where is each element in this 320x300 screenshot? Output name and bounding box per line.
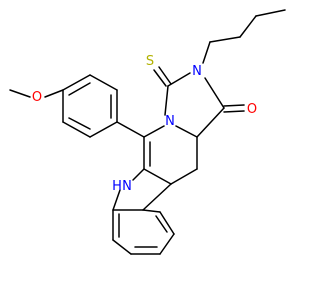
- bond: [196, 107, 225, 138]
- indole-nitrogen-label: N: [122, 179, 132, 194]
- bond: [132, 168, 145, 181]
- atom-labels: O S N N O N H: [32, 54, 257, 194]
- bond: [204, 77, 225, 109]
- bond: [143, 168, 172, 185]
- bond: [142, 183, 172, 211]
- bond: [44, 89, 64, 98]
- bond: [9, 89, 31, 98]
- bond: [239, 15, 257, 38]
- bond: [68, 82, 91, 96]
- bond: [89, 121, 118, 138]
- bond: [223, 104, 245, 107]
- nitrogen-ring-label: N: [165, 114, 175, 129]
- bond: [170, 168, 198, 185]
- nitrogen-butyl-label: N: [192, 64, 202, 79]
- bond: [158, 66, 172, 85]
- bond: [159, 211, 175, 235]
- indole-hydrogen-label: H: [112, 179, 122, 194]
- bond: [159, 233, 175, 255]
- sulfur-thione-label: S: [146, 54, 154, 69]
- bond-lines: [9, 9, 286, 255]
- bond: [112, 239, 132, 255]
- bond: [153, 69, 167, 87]
- bond: [209, 36, 241, 43]
- bond: [142, 209, 161, 213]
- bond: [116, 121, 145, 138]
- bond: [202, 41, 211, 64]
- bond: [223, 110, 245, 113]
- bond: [68, 117, 91, 130]
- molecule-diagram: O S N N O N H: [9, 9, 286, 255]
- bond: [62, 121, 91, 138]
- bond: [112, 189, 121, 211]
- bond: [143, 125, 165, 138]
- bond: [255, 9, 286, 17]
- bond: [155, 215, 168, 233]
- bond: [175, 125, 198, 138]
- bond: [89, 74, 118, 91]
- molecule-structure: O S N N O N H: [9, 9, 286, 255]
- oxygen-carbonyl-label: O: [247, 102, 257, 117]
- bond: [164, 85, 169, 116]
- bond: [62, 74, 91, 91]
- oxygen-methoxy-label: O: [32, 90, 42, 105]
